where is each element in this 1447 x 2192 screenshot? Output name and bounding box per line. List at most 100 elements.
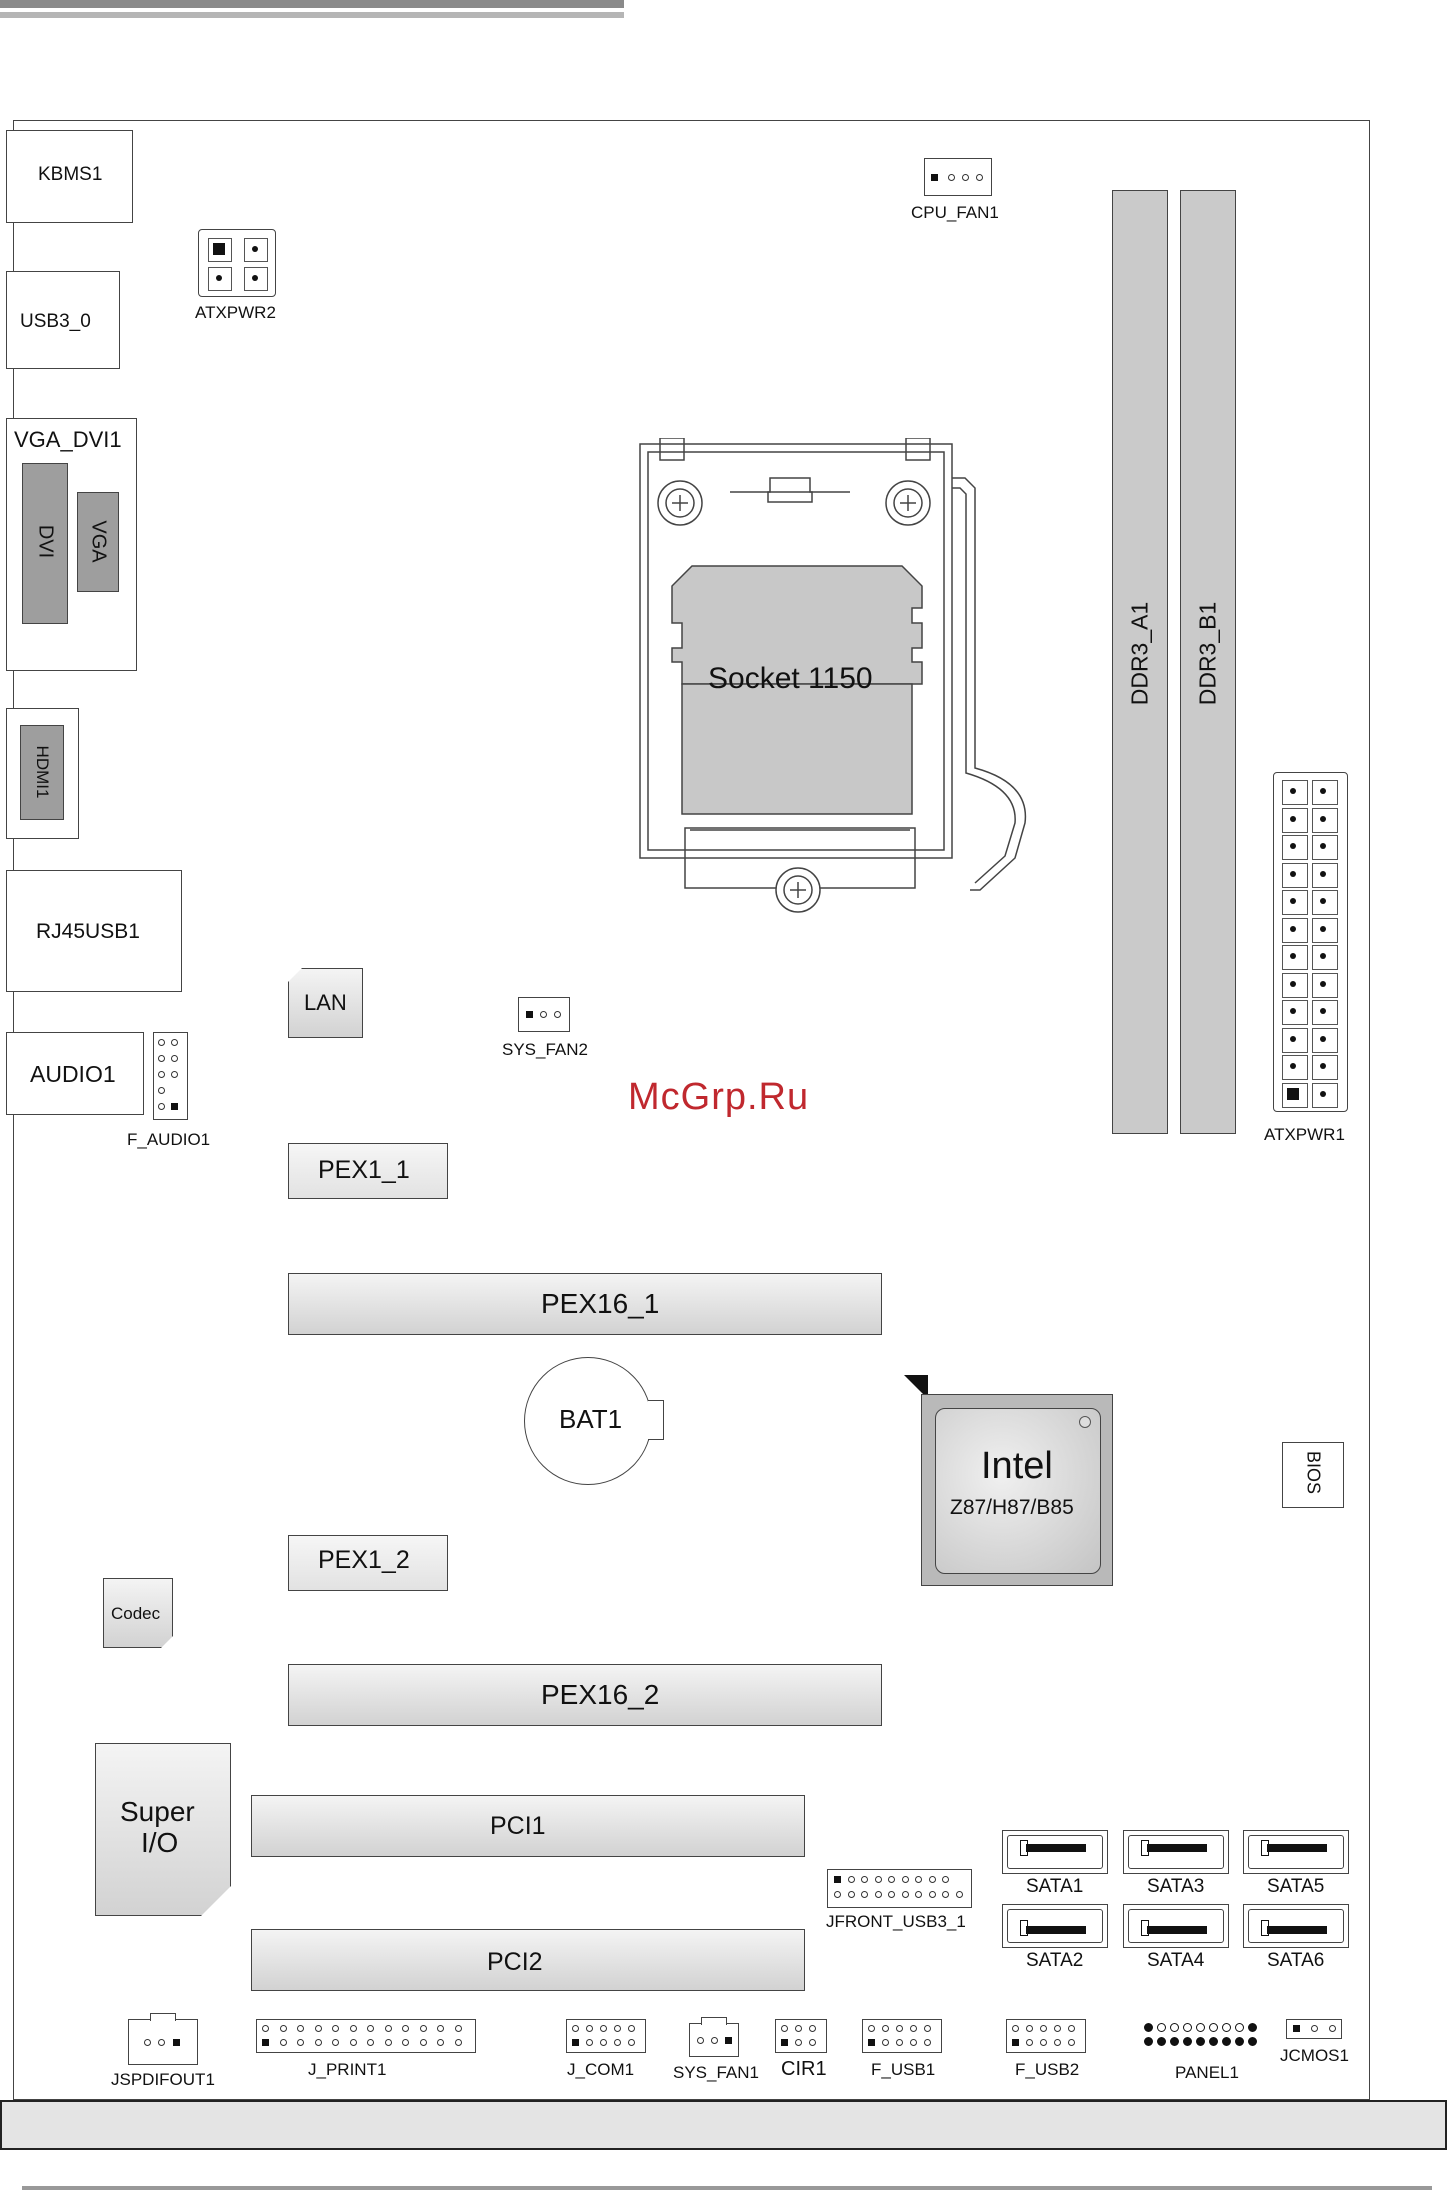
jspdifout-label: JSPDIFOUT1 (111, 2070, 215, 2089)
sys-fan2-pin (526, 1011, 533, 1018)
jfront-usb3-pin (915, 1876, 922, 1883)
dimm-slot-a1[interactable] (1112, 190, 1168, 1134)
f-usb1-pin (924, 2039, 931, 2046)
sata-key (1147, 1844, 1207, 1852)
bottom-rule (22, 2186, 1432, 2190)
battery-label: BAT1 (559, 1404, 623, 1434)
panel-pin (1196, 2023, 1205, 2032)
cir-pin (795, 2025, 802, 2032)
f-usb2-header (1006, 2019, 1086, 2053)
sata-key-notch (1261, 1840, 1269, 1856)
sata-key (1026, 1926, 1086, 1934)
j-print-pin (279, 2039, 287, 2046)
jfront-usb3-pin (847, 1876, 855, 1883)
sys-fan2-pin (554, 1011, 561, 1018)
f-audio-pin (171, 1071, 178, 1078)
f-usb1-header (862, 2019, 942, 2053)
panel-pin (1235, 2023, 1244, 2032)
j-print-pin (349, 2039, 357, 2046)
cir-pin (809, 2025, 816, 2032)
j-print-pin (419, 2039, 427, 2046)
j-com-pin (600, 2025, 607, 2032)
jcmos-label: JCMOS1 (1280, 2046, 1349, 2065)
atxpwr1-pin (1312, 945, 1338, 970)
j-com-label: J_COM1 (567, 2060, 635, 2079)
j-print-pin (402, 2039, 409, 2046)
cpu-fan-pin (931, 174, 938, 181)
f-audio-pin (158, 1071, 165, 1078)
j-print-pin (402, 2025, 409, 2032)
f-audio-pin (158, 1103, 165, 1110)
pex16-2-slot[interactable] (288, 1664, 882, 1726)
f-usb1-pin (882, 2039, 889, 2046)
jspdifout-pin (144, 2039, 151, 2046)
pex16-1-slot[interactable] (288, 1273, 882, 1335)
pex1-1-slot[interactable] (288, 1143, 448, 1199)
atxpwr1-pin (1312, 972, 1338, 998)
pci2-slot[interactable] (251, 1929, 805, 1991)
atxpwr1-pin (1312, 917, 1338, 943)
panel-pin (1209, 2023, 1218, 2032)
j-com-pin (572, 2039, 579, 2046)
super-io-label-2: I/O (141, 1827, 179, 1858)
cir-pin (781, 2039, 788, 2046)
atxpwr1-label: ATXPWR1 (1264, 1125, 1345, 1144)
jfront-usb3-pin (834, 1876, 841, 1883)
jcmos-pin (1311, 2025, 1318, 2032)
j-print-pin (454, 2039, 462, 2046)
watermark: McGrp.Ru (628, 1076, 810, 1118)
panel-pin (1222, 2023, 1231, 2032)
dimm-a1-label: DDR3_A1 (1126, 601, 1153, 706)
atxpwr1-pin (1312, 862, 1338, 888)
atxpwr2-pin (244, 267, 268, 291)
panel-pin (1183, 2023, 1192, 2032)
audio-label: AUDIO1 (30, 1061, 116, 1087)
atxpwr1-pin (1312, 780, 1338, 805)
pci2-label: PCI2 (487, 1948, 543, 1976)
usb3-connector (6, 271, 120, 369)
atxpwr1-pin (1282, 780, 1308, 805)
pex1-2-slot[interactable] (288, 1535, 448, 1591)
atxpwr1-pin (1312, 835, 1338, 860)
j-print-pin (454, 2025, 462, 2032)
sys-fan2-pin (540, 1011, 547, 1018)
sata-key (1267, 1844, 1327, 1852)
dimm-slot-b1[interactable] (1180, 190, 1236, 1134)
panel-pin (1248, 2023, 1257, 2032)
j-print-pin (314, 2039, 322, 2046)
bios-label: BIOS (1303, 1450, 1324, 1494)
pex1-2-label: PEX1_2 (318, 1546, 410, 1574)
f-usb1-pin (882, 2025, 889, 2032)
jfront-usb3-pin (834, 1891, 841, 1898)
atxpwr1-pin (1312, 1000, 1338, 1025)
atxpwr1-pin (1282, 835, 1308, 860)
jcmos-pin (1329, 2025, 1336, 2032)
j-print-pin (314, 2025, 322, 2032)
atxpwr1-pin (1282, 945, 1308, 970)
sata-label: SATA3 (1147, 1876, 1205, 1897)
f-audio-label: F_AUDIO1 (127, 1130, 211, 1149)
atxpwr2-label: ATXPWR2 (195, 303, 276, 322)
j-print-pin (332, 2039, 339, 2046)
jfront-usb3-pin (874, 1876, 882, 1883)
top-rule-dark (0, 0, 624, 8)
j-print-pin (332, 2025, 339, 2032)
jfront-usb3-label: JFRONT_USB3_1 (826, 1912, 966, 1931)
jfront-usb3-pin (942, 1876, 949, 1883)
pci1-slot[interactable] (251, 1795, 805, 1857)
sata-label: SATA2 (1026, 1950, 1084, 1971)
cpu-fan-label: CPU_FAN1 (911, 203, 999, 222)
pci1-label: PCI1 (490, 1812, 546, 1840)
dvi-port (22, 463, 68, 624)
hdmi-label: HDMI1 (33, 745, 52, 799)
jspdifout-pin (158, 2039, 165, 2046)
sys-fan1-pin (725, 2037, 732, 2044)
j-print-pin (297, 2039, 304, 2046)
f-usb1-pin (868, 2039, 875, 2046)
j-print-pin (384, 2025, 392, 2032)
panel-pin (1183, 2037, 1192, 2046)
sata-label: SATA5 (1267, 1876, 1325, 1897)
j-print-pin (262, 2025, 269, 2032)
panel-pin (1157, 2037, 1166, 2046)
sys-fan1-label: SYS_FAN1 (673, 2063, 759, 2082)
